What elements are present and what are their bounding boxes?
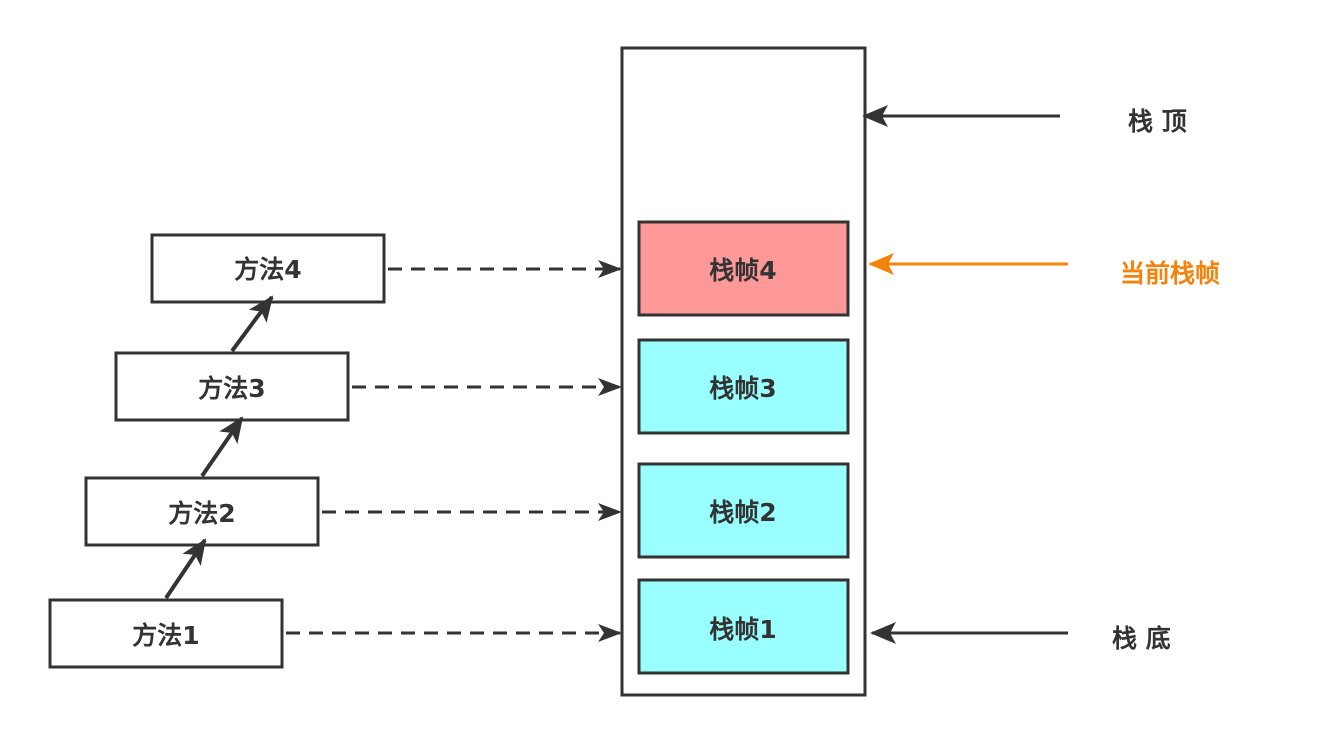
method-2-label: 方法2 <box>168 499 235 528</box>
method-2-box <box>84 476 320 547</box>
frame-2-box <box>637 462 850 559</box>
stack-top-label: 栈 顶 <box>1128 107 1187 136</box>
call-arrow-1-to-2 <box>164 538 207 600</box>
stack-frame-3: 栈帧3 <box>637 338 850 435</box>
frame-3-label: 栈帧3 <box>709 374 776 403</box>
method-1: 方法1 <box>48 598 284 669</box>
frame-4-box <box>637 220 850 317</box>
call-arrow-3-to-4 <box>230 295 274 353</box>
method-3: 方法3 <box>114 351 350 422</box>
current-frame-label: 当前栈帧 <box>1120 259 1220 288</box>
stack-frame-2: 栈帧2 <box>637 462 850 559</box>
frame-1-label: 栈帧1 <box>709 615 776 644</box>
frame-2-label: 栈帧2 <box>709 498 776 527</box>
stack-frame-4: 栈帧4 <box>637 220 850 317</box>
method-2: 方法2 <box>84 476 320 547</box>
frame-1-box <box>637 578 850 675</box>
method-4-box <box>150 233 386 304</box>
stack-frame-1: 栈帧1 <box>637 578 850 675</box>
frame-3-box <box>637 338 850 435</box>
method-1-label: 方法1 <box>132 621 199 650</box>
method-3-label: 方法3 <box>198 374 265 403</box>
frame-4-label: 栈帧4 <box>709 256 776 285</box>
stack-bottom-label: 栈 底 <box>1112 624 1171 653</box>
call-arrow-2-to-3 <box>200 416 244 478</box>
method-4-label: 方法4 <box>234 255 301 284</box>
method-1-box <box>48 598 284 669</box>
method-4: 方法4 <box>150 233 386 304</box>
